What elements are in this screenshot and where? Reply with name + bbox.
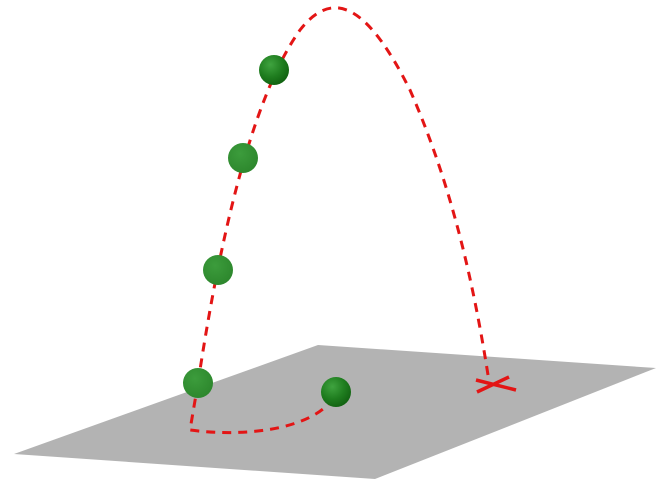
ball [321,377,351,407]
ball [203,255,233,285]
ground-plane [14,345,656,479]
trajectory-arc [196,6,490,384]
ball [228,143,258,173]
ball [183,368,213,398]
ground-path [188,382,339,435]
landing-marker [475,375,517,394]
ball [259,55,289,85]
